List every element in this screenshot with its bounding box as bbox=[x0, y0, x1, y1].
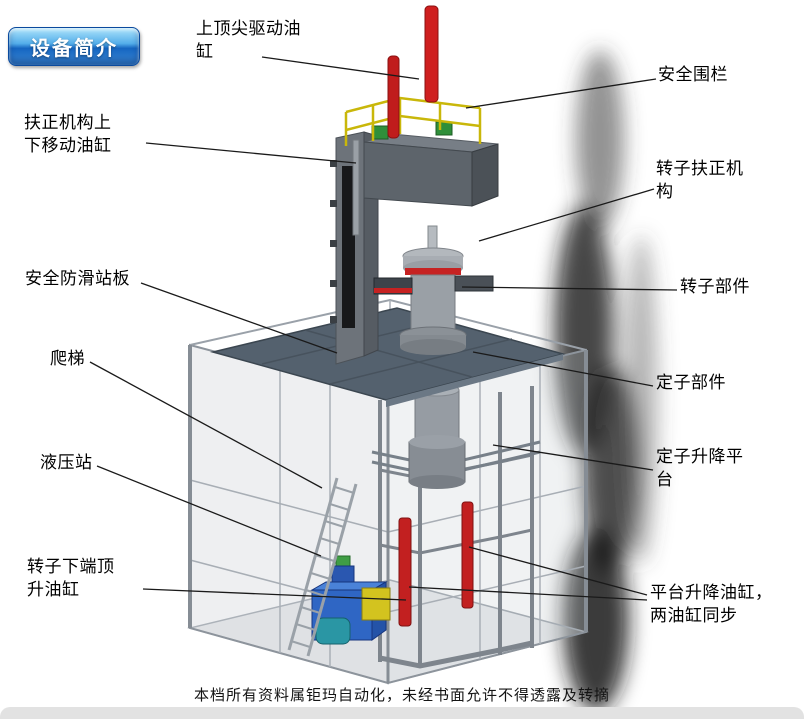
stator-assembly-graphic bbox=[408, 383, 466, 489]
title-badge-text: 设备简介 bbox=[30, 36, 118, 60]
rotor-assembly-graphic bbox=[399, 225, 467, 355]
label-stator-part: 定子部件 bbox=[656, 373, 726, 393]
title-badge: 设备简介 bbox=[8, 27, 140, 66]
confidentiality-footer: 本档所有资料属钜玛自动化，未经书面允许不得透露及转摘 bbox=[193, 686, 610, 704]
label-platform-lift-cylinders: 平台升降油缸，两油缸同步 bbox=[650, 583, 773, 627]
label-stator-lift-platform: 定子升降平台 bbox=[656, 447, 744, 491]
label-centering-lift-cylinder: 扶正机构上下移动油缸 bbox=[24, 113, 112, 157]
ladder-graphic bbox=[287, 477, 358, 657]
bottom-bar bbox=[0, 707, 804, 719]
label-safety-fence: 安全围栏 bbox=[658, 65, 728, 85]
label-rotor-part: 转子部件 bbox=[680, 277, 750, 297]
label-ladder: 爬梯 bbox=[50, 349, 85, 369]
head-assembly-graphic bbox=[363, 121, 499, 207]
label-rotor-centering-mech: 转子扶正机构 bbox=[656, 159, 744, 203]
safety-fence-graphic bbox=[344, 96, 482, 146]
label-rotor-jack-cylinder: 转子下端顶升油缸 bbox=[27, 557, 115, 601]
label-antislip-plate: 安全防滑站板 bbox=[25, 269, 130, 289]
label-hydraulic-station: 液压站 bbox=[40, 453, 93, 473]
label-top-drive-cylinder: 上顶尖驱动油缸 bbox=[196, 19, 301, 63]
